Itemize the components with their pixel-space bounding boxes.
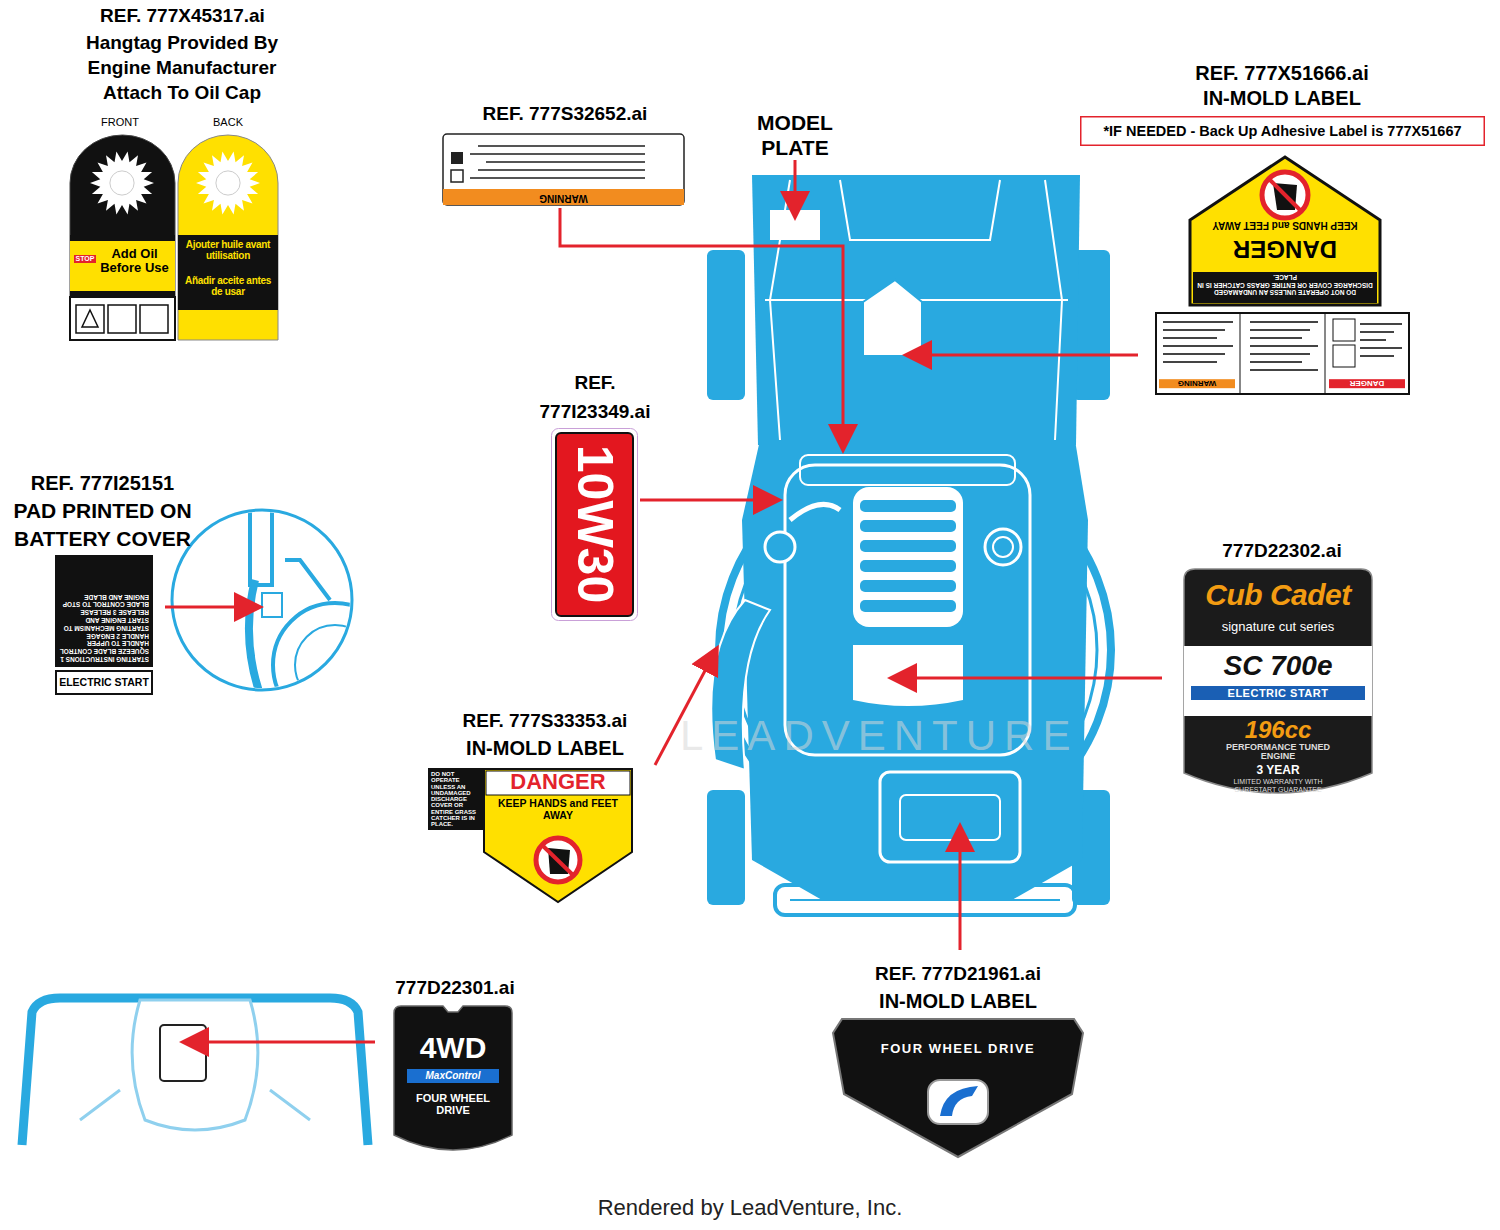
side-label: BACK [198, 116, 258, 129]
danger-text: KEEP HANDS and FEET AWAY [486, 797, 630, 821]
danger-heading: DANGER [486, 770, 630, 794]
decal-shape [70, 135, 175, 340]
ref-number: REF. 777X51666.ai [1132, 62, 1432, 85]
drive-text: FOUR WHEEL DRIVE [413, 1093, 493, 1116]
watermark: LEADVENTURE [680, 712, 1030, 760]
oil-grade: 10W30 [570, 428, 620, 621]
brand-name: Cub Cadet [1183, 580, 1373, 610]
hangtag-text: Add Oil Before Use [96, 247, 173, 274]
danger-text: DO NOT OPERATE UNLESS AN UNDAMAGED DISCH… [431, 771, 482, 828]
oil-decal: 10W30 [551, 428, 638, 621]
warranty-text: LIMITED WARRANTY WITH SURESTART GUARANTE… [1213, 778, 1343, 793]
ref-number: REF. 777X45317.ai [40, 5, 325, 27]
model-name: SC 700e [1183, 652, 1373, 680]
warranty-heading: 3 YEAR [1183, 764, 1373, 776]
warning-decal: WARNING [442, 133, 685, 206]
drive-heading: 4WD [393, 1033, 513, 1063]
hangtag-text: Añadir aceite antes de usar [181, 275, 275, 297]
decal-shape [178, 135, 278, 340]
model-badge: Cub Cadet signature cut series SC 700eELEC… [1183, 568, 1373, 803]
ref-number: REF. 777D21961.ai [818, 963, 1098, 985]
ref-note: PAD PRINTED ON BATTERY COVER [0, 497, 205, 553]
decal-shape [832, 1018, 1084, 1158]
note-box: *IF NEEDED - Back Up Adhesive Label is 7… [1080, 116, 1485, 146]
drive-badge: 4WD MaxControlFOUR WHEEL DRIVE [393, 1005, 513, 1155]
ref-note: Hangtag Provided By Engine Manufacturer … [62, 30, 302, 105]
ref-number: 777D22301.ai [370, 977, 540, 999]
start-band: ELECTRIC START [1191, 686, 1365, 700]
hangtag-text: Ajouter huile avant utilisation [181, 239, 275, 261]
danger-text: KEEP HANDS and FEET AWAY [1195, 219, 1375, 231]
engine-size: 196cc [1183, 718, 1373, 742]
ref-number: REF. 777S33353.ai [420, 710, 670, 732]
danger-decal: DO NOT OPERATE UNLESS AN UNDAMAGED DISCH… [428, 768, 633, 903]
drive-text: FOUR WHEEL DRIVE [832, 1042, 1084, 1057]
series-name: signature cut series [1183, 620, 1373, 635]
ref-number: 777D22302.ai [1182, 540, 1382, 562]
ref-number: REF. 777I25151 [0, 472, 205, 495]
danger-heading: DANGER [1195, 237, 1375, 261]
danger-heading: DANGER [1329, 379, 1405, 388]
hangtag-front: STOPAdd Oil Before Use [70, 135, 175, 340]
hangtag-back: Ajouter huile avant utilisationAñadir ac… [178, 135, 278, 340]
instructions-text: STARTING INSTRUCTIONS 1 SQUEEZE BLADE CO… [59, 559, 149, 663]
warning-heading: WARNING [442, 193, 685, 205]
ref-number: REF. 777S32652.ai [440, 103, 690, 125]
ref-note: IN-MOLD LABEL [818, 990, 1098, 1013]
ref-note: IN-MOLD LABEL [1132, 87, 1432, 110]
note-text: *IF NEEDED - Back Up Adhesive Label is 7… [1080, 116, 1485, 146]
stop-badge: STOP [74, 255, 96, 263]
danger-decal: KEEP HANDS and FEET AWAY DANGER DO NOT OPE… [1155, 155, 1410, 395]
drive-decal: FOUR WHEEL DRIVE [832, 1018, 1084, 1158]
ref-note: IN-MOLD LABEL [420, 737, 670, 760]
part-name: MODEL PLATE [745, 110, 845, 160]
warning-heading: WARNING [1159, 379, 1235, 388]
electric-start-text: ELECTRIC START [56, 671, 152, 694]
ref-number: REF. 777I23349.ai [520, 368, 670, 426]
engine-text: PERFORMANCE TUNED ENGINE [1223, 743, 1333, 761]
credit-text: Rendered by LeadVenture, Inc. [450, 1195, 1050, 1220]
side-label: FRONT [90, 116, 150, 129]
drive-band: MaxControl [407, 1069, 499, 1083]
danger-text: DO NOT OPERATE UNLESS AN UNDAMAGED DISCH… [1197, 274, 1373, 296]
battery-pad-print: STARTING INSTRUCTIONS 1 SQUEEZE BLADE CO… [55, 555, 153, 695]
